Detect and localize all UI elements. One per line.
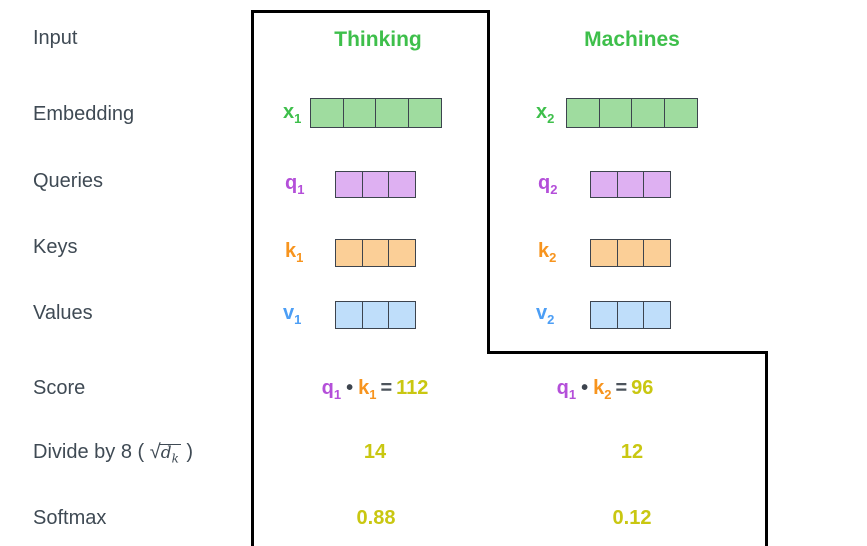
v2-label: v2 [536, 302, 555, 327]
sqrt-dk-math: √dk [149, 441, 181, 466]
q2-label: q2 [538, 172, 558, 197]
radicand-letter: d [160, 443, 172, 463]
row-label-queries: Queries [33, 170, 104, 192]
vector-cell [590, 171, 618, 198]
vector-cell [388, 239, 416, 267]
softmax-value-2: 0.12 [612, 507, 652, 529]
vector-cell [361, 239, 390, 267]
dot-product-icon: • [346, 377, 354, 399]
softmax-value-1: 0.88 [356, 507, 396, 529]
divide-prefix: Divide by 8 ( [33, 441, 150, 463]
vector-cell [616, 301, 645, 329]
row-label-embedding: Embedding [33, 103, 135, 125]
vector-cell [335, 301, 363, 329]
radicand: dk [158, 443, 181, 466]
frame-right-narrow-edge [487, 10, 490, 354]
x2-label: x2 [536, 101, 555, 126]
vector-cell [590, 239, 618, 267]
score-expression-1: q1•k1=112 [280, 377, 470, 402]
x1-label: x1 [283, 101, 302, 126]
vector-cell [590, 301, 618, 329]
score1-q: q1 [321, 377, 342, 402]
score2-equals: = [615, 377, 628, 399]
sqrt-symbol: √ [149, 441, 161, 463]
score2-q: q1 [556, 377, 577, 402]
vector-cell [663, 98, 698, 128]
divided-score-2: 12 [620, 441, 644, 463]
q1-label: q1 [285, 172, 305, 197]
row-label-values: Values [33, 302, 93, 324]
vector-cell [361, 301, 390, 329]
v1-vector [335, 301, 416, 329]
input-word-machines: Machines [584, 28, 680, 51]
vector-cell [375, 98, 409, 128]
vector-cell [342, 98, 377, 128]
vector-cell [335, 171, 363, 198]
frame-top-edge [251, 10, 490, 13]
score1-equals: = [380, 377, 393, 399]
k2-vector [590, 239, 671, 267]
dot-product-icon: • [581, 377, 589, 399]
vector-cell [643, 239, 671, 267]
frame-left-edge [251, 10, 254, 546]
x1-vector [310, 98, 442, 128]
q1-vector [335, 171, 416, 198]
vector-cell [643, 171, 671, 198]
x2-vector [566, 98, 698, 128]
divided-score-1: 14 [363, 441, 387, 463]
v2-vector [590, 301, 671, 329]
k1-vector [335, 239, 416, 267]
score2-result: 96 [631, 377, 654, 399]
row-label-score: Score [33, 377, 86, 399]
vector-cell [388, 171, 416, 198]
vector-cell [643, 301, 671, 329]
score1-k: k1 [358, 377, 377, 402]
q2-vector [590, 171, 671, 198]
row-label-keys: Keys [33, 236, 78, 258]
score-expression-2: q1•k2=96 [510, 377, 700, 402]
vector-cell [407, 98, 442, 128]
row-label-softmax: Softmax [33, 507, 107, 529]
v1-label: v1 [283, 302, 302, 327]
row-label-divide: Divide by 8 ( √dk ) [33, 441, 193, 465]
vector-cell [388, 301, 416, 329]
frame-right-wide-edge [765, 351, 768, 546]
score1-result: 112 [396, 377, 429, 399]
vector-cell [616, 239, 645, 267]
radicand-subscript: k [171, 451, 179, 466]
row-label-input: Input [33, 27, 78, 49]
input-word-thinking: Thinking [334, 28, 422, 51]
vector-cell [566, 98, 600, 128]
vector-cell [616, 171, 645, 198]
k1-label: k1 [285, 240, 304, 265]
vector-cell [335, 239, 363, 267]
vector-cell [310, 98, 344, 128]
vector-cell [631, 98, 665, 128]
vector-cell [598, 98, 633, 128]
score2-k: k2 [593, 377, 612, 402]
k2-label: k2 [538, 240, 557, 265]
vector-cell [361, 171, 390, 198]
divide-suffix: ) [180, 441, 194, 463]
frame-step-edge [487, 351, 768, 354]
